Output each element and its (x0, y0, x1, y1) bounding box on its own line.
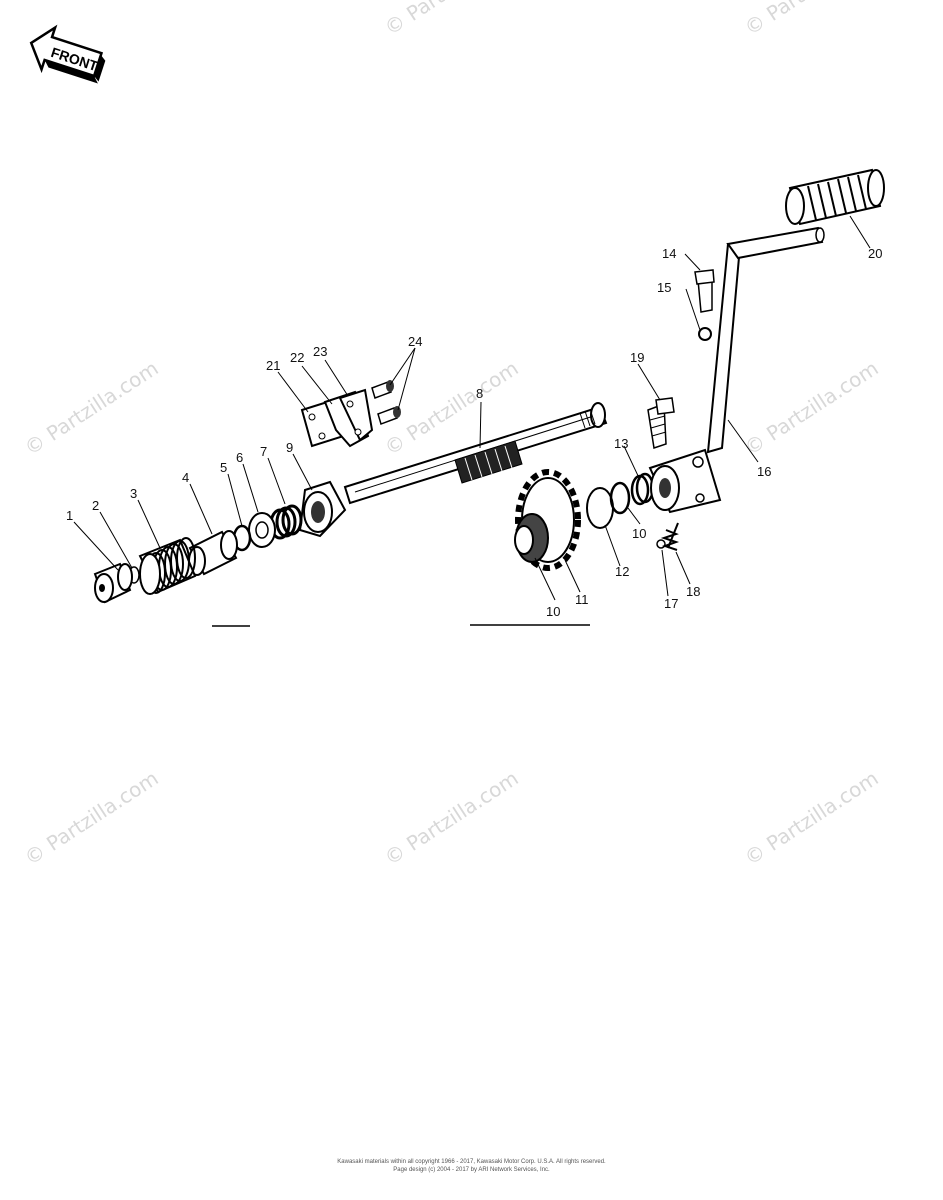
callout-24: 24 (408, 334, 422, 349)
callout-15: 15 (657, 280, 671, 295)
callout-10-left: 10 (546, 604, 560, 619)
callout-1: 1 (66, 508, 73, 523)
copyright-line-2: Page design (c) 2004 - 2017 by ARI Netwo… (393, 1167, 550, 1173)
kick-pedal-bolt (694, 269, 715, 313)
callout-22: 22 (290, 350, 304, 365)
ratchet-gear (298, 480, 347, 538)
callout-10-right: 10 (632, 526, 646, 541)
callout-20: 20 (868, 246, 882, 261)
callout-8: 8 (476, 386, 483, 401)
callout-16: 16 (757, 464, 771, 479)
callout-19: 19 (630, 350, 644, 365)
callout-12: 12 (615, 564, 629, 579)
callout-6: 6 (236, 450, 243, 465)
pawl-spring (630, 472, 655, 506)
gear-washer (586, 487, 614, 529)
guide-plates (300, 388, 374, 448)
copyright-line-1: Kawasaki materials within all copyright … (337, 1159, 606, 1165)
kick-arm-boss (648, 448, 722, 514)
callout-5: 5 (220, 460, 227, 475)
clamp-bolt (647, 397, 675, 449)
callout-3: 3 (130, 486, 137, 501)
plate-bolts (371, 380, 401, 425)
callout-11: 11 (575, 592, 589, 607)
callout-13: 13 (614, 436, 628, 451)
callout-17: 17 (664, 596, 678, 611)
pedal-nut (698, 327, 712, 341)
callout-7: 7 (260, 444, 267, 459)
callout-labels: 1 2 3 4 5 6 7 8 9 10 10 11 12 13 14 15 1… (66, 246, 882, 619)
callout-14: 14 (662, 246, 676, 261)
callout-21: 21 (266, 358, 280, 373)
leader-lines (73, 215, 871, 601)
callout-23: 23 (313, 344, 327, 359)
small-spring (269, 504, 303, 540)
callout-18: 18 (686, 584, 700, 599)
detent-ball (656, 539, 666, 549)
collar (188, 530, 238, 576)
kick-arm (706, 226, 825, 454)
return-spring (138, 537, 197, 595)
detent-spring (660, 522, 680, 551)
front-arrow: FRONT (29, 24, 106, 84)
kick-shaft (343, 402, 608, 505)
scan-marks (212, 624, 590, 627)
callout-9: 9 (286, 440, 293, 455)
washer (248, 512, 276, 548)
callout-4: 4 (182, 470, 189, 485)
kick-gear (514, 469, 581, 571)
circlip-right (609, 481, 631, 515)
spring-cap (93, 562, 133, 604)
callout-2: 2 (92, 498, 99, 513)
kick-rubber (785, 168, 885, 226)
